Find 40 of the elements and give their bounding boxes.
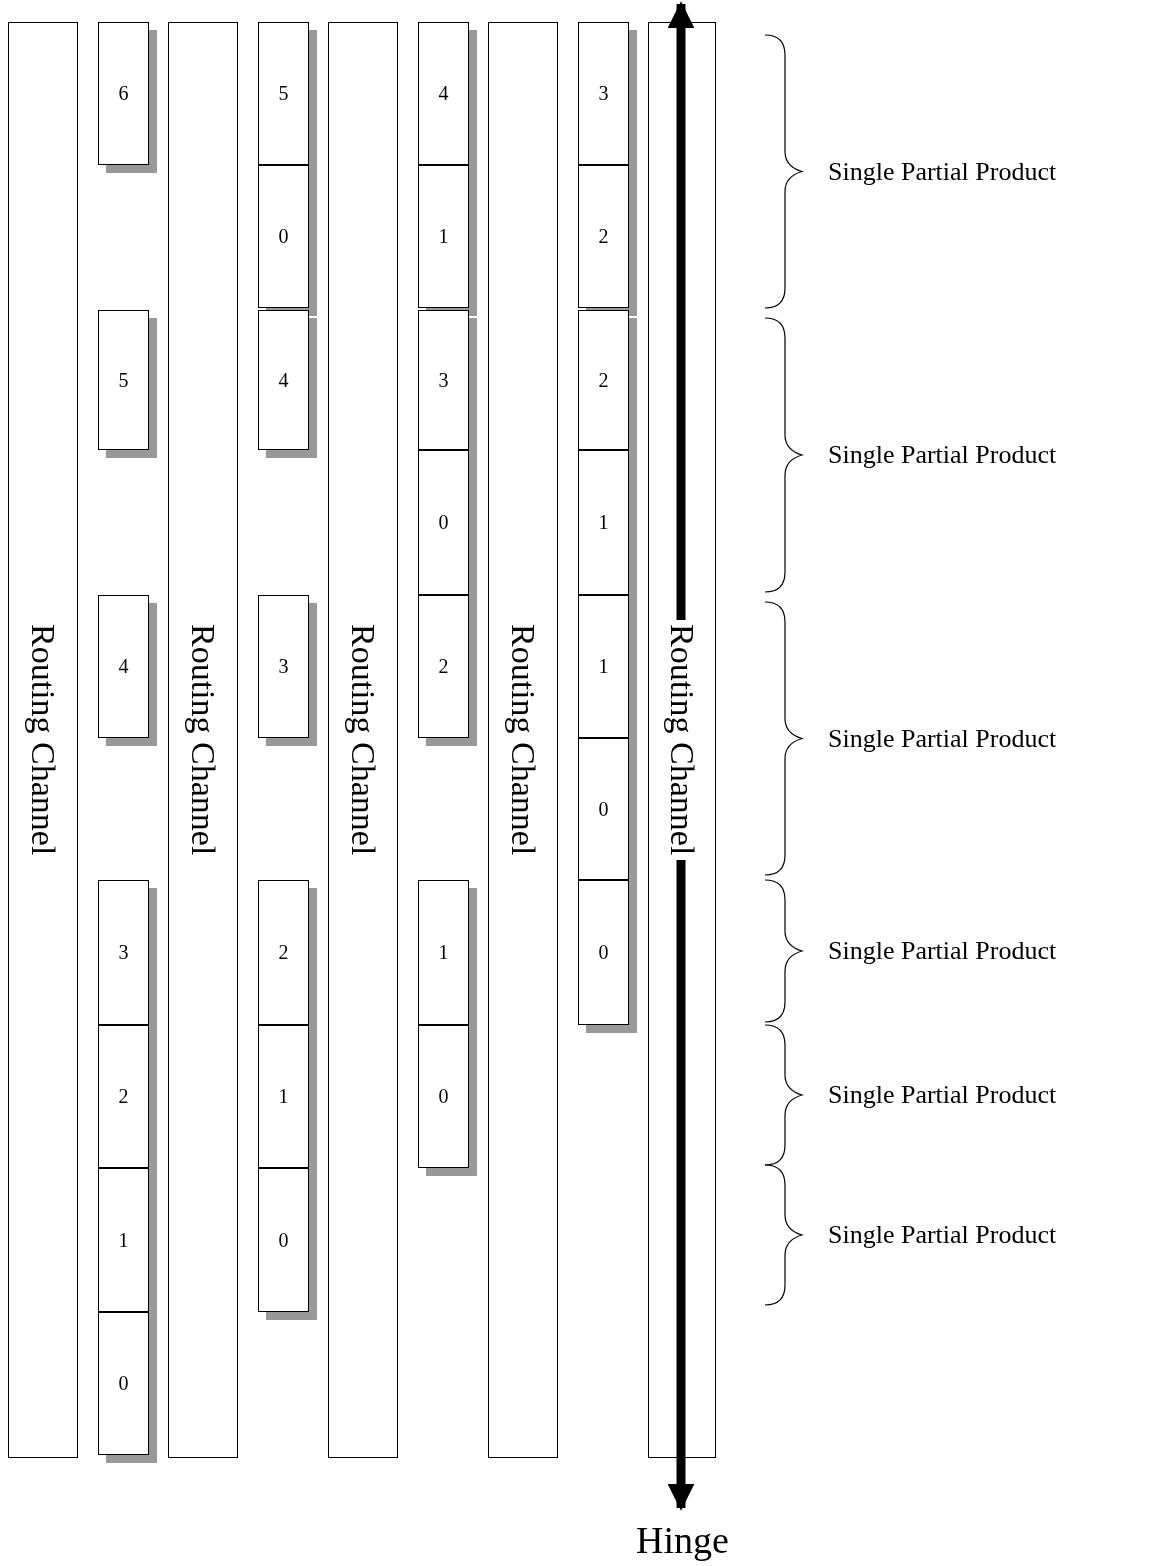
- bit-number: 3: [598, 82, 609, 105]
- routing-channel-box: [648, 22, 716, 1458]
- bit-number: 2: [438, 655, 449, 678]
- bit-number: 1: [438, 941, 449, 964]
- routing-channel-box: [8, 22, 78, 1458]
- routing-channel-box: [328, 22, 398, 1458]
- brace-label: Single Partial Product: [828, 1220, 1057, 1250]
- bit-number: 0: [438, 1085, 449, 1108]
- brace-label: Single Partial Product: [828, 1080, 1057, 1110]
- bit-number: 1: [598, 511, 609, 534]
- bit-number: 4: [278, 368, 289, 392]
- bit-number: 2: [118, 1085, 129, 1108]
- bit-number: 1: [278, 1085, 289, 1108]
- bit-number: 6: [118, 82, 129, 105]
- bit-number: 4: [118, 655, 129, 678]
- hinge-label: Hinge: [636, 1518, 729, 1562]
- bit-number: 1: [598, 655, 609, 678]
- routing-channel-box: [168, 22, 238, 1458]
- brace-label: Single Partial Product: [828, 440, 1057, 470]
- bit-number: 0: [278, 1228, 289, 1252]
- bit-number: 3: [278, 655, 289, 678]
- brace-label: Single Partial Product: [828, 723, 1057, 754]
- brace-label: Single Partial Product: [828, 936, 1057, 966]
- bit-number: 2: [598, 225, 609, 248]
- bit-number: 5: [118, 368, 129, 392]
- bit-number: 5: [278, 82, 289, 105]
- bit-number: 1: [438, 225, 449, 248]
- bit-number: 3: [438, 368, 449, 392]
- bit-number: 2: [278, 941, 289, 964]
- bit-number: 1: [118, 1228, 129, 1252]
- bit-number: 2: [598, 368, 609, 392]
- routing-channel-box: [488, 22, 558, 1458]
- bit-number: 0: [278, 225, 289, 248]
- bit-number: 3: [118, 941, 129, 964]
- bit-number: 0: [118, 1372, 129, 1395]
- bit-number: 0: [598, 941, 609, 964]
- bit-number: 4: [438, 82, 449, 105]
- bit-number: 0: [438, 511, 449, 534]
- bit-number: 0: [598, 797, 609, 821]
- brace-label: Single Partial Product: [828, 156, 1057, 187]
